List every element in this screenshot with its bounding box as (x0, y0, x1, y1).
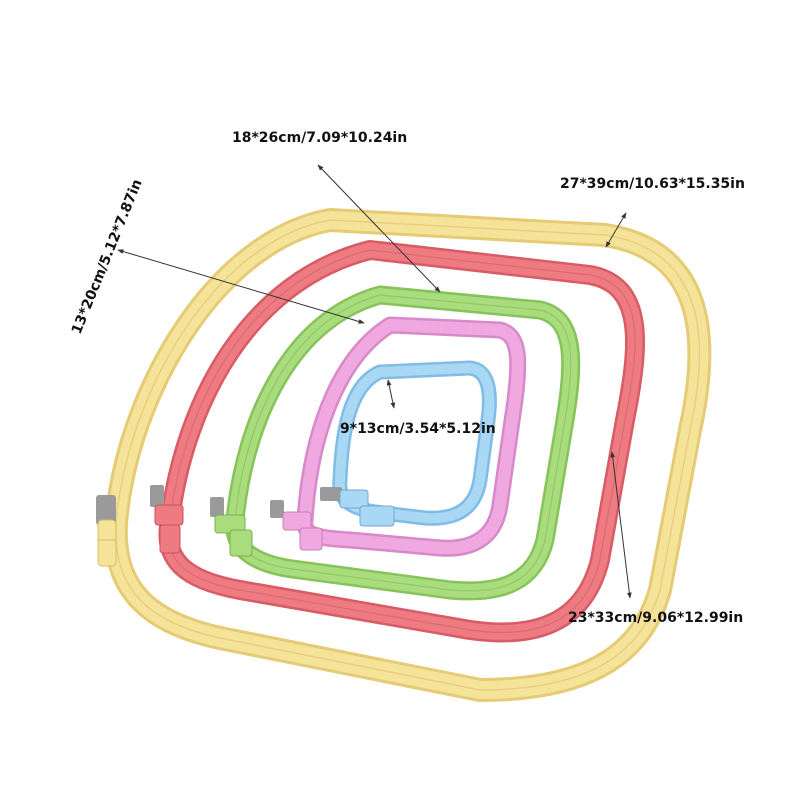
label-9x13: 9*13cm/3.54*5.12in (340, 421, 496, 437)
pointer-27x39 (605, 212, 627, 248)
pointer-13x20 (117, 249, 365, 324)
label-27x39: 27*39cm/10.63*15.35in (560, 176, 745, 192)
clasp-green (210, 497, 253, 557)
pointer-18x26 (317, 164, 441, 293)
clasp-yellow (96, 495, 117, 567)
pointer-lines (117, 164, 632, 599)
hoop-green-18x26 (225, 285, 581, 601)
clasp-red (150, 485, 184, 554)
label-23x33: 23*33cm/9.06*12.99in (568, 610, 743, 626)
hoop-clasps (96, 485, 395, 567)
clasp-blue (320, 487, 395, 527)
clasp-pink (270, 500, 323, 551)
hoop-pink-13x20 (296, 316, 527, 557)
hoop-red-23x33 (158, 240, 645, 643)
label-18x26: 18*26cm/7.09*10.24in (232, 130, 407, 146)
pointer-9x13 (386, 379, 396, 409)
label-13x20: 13*20cm/5.12*7.87in (69, 177, 146, 336)
pointer-23x33 (610, 451, 632, 599)
